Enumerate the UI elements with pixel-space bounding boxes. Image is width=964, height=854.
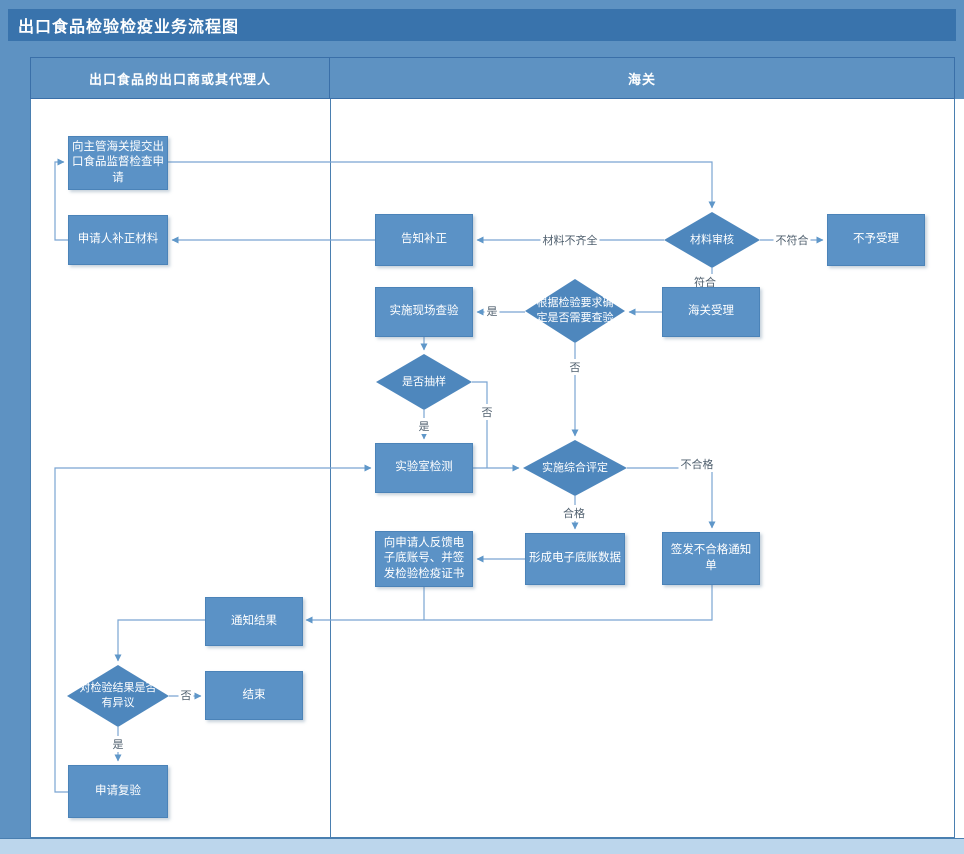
- lane-header-exporter-label: 出口食品的出口商或其代理人: [88, 71, 271, 87]
- flow-edge: [54, 464, 372, 793]
- edge-label: 否: [479, 404, 495, 420]
- flow-edge: [472, 381, 488, 468]
- edge-label: 否: [567, 359, 583, 375]
- node-feedback-certificate: 向申请人反馈电子底账号、并签发检验检疫证书: [375, 531, 473, 587]
- node-label: 向申请人反馈电子底账号、并签发检验检疫证书: [383, 536, 465, 580]
- node-issue-notice: 签发不合格通知单: [662, 532, 760, 585]
- node-label: 向主管海关提交出口食品监督检查申请: [72, 140, 164, 184]
- flow-edge: [305, 585, 713, 624]
- edge-label: 否: [178, 687, 194, 703]
- edge-label: 不符合: [773, 232, 811, 248]
- node-label: 对检验结果是否有异议: [79, 682, 157, 709]
- node-label: 形成电子底账数据: [529, 552, 621, 565]
- node-label: 实施综合评定: [542, 461, 608, 474]
- node-label: 不予受理: [853, 233, 899, 246]
- node-label: 海关受理: [688, 305, 734, 318]
- node-label: 根据检验要求确定是否需要查验: [536, 297, 614, 324]
- node-label: 通知结果: [231, 614, 277, 627]
- node-supplement-materials: 申请人补正材料: [68, 215, 168, 265]
- node-submit-application: 向主管海关提交出口食品监督检查申请: [68, 136, 168, 190]
- node-label: 材料审核: [690, 233, 734, 246]
- edge-label: 合格: [561, 505, 587, 521]
- flow-edge: [168, 161, 716, 209]
- node-label: 签发不合格通知单: [670, 543, 752, 572]
- node-label: 告知补正: [401, 233, 447, 246]
- edge-label: 材料不齐全: [540, 232, 600, 248]
- lane-header-customs: 海关: [329, 57, 955, 99]
- bottom-margin-strip: [0, 838, 964, 854]
- node-customs-accept: 海关受理: [662, 287, 760, 337]
- diagram-title: 出口食品检验检疫业务流程图: [8, 9, 956, 41]
- flow-edge: [627, 467, 716, 529]
- node-notify-correction: 告知补正: [375, 214, 473, 266]
- node-label: 是否抽样: [402, 375, 446, 388]
- edge-label: 是: [484, 303, 500, 319]
- flow-edge: [54, 158, 68, 241]
- edge-label: 是: [416, 418, 432, 434]
- node-label: 结束: [242, 688, 266, 701]
- left-margin-strip: [0, 99, 30, 838]
- lane-header-customs-label: 海关: [627, 71, 656, 87]
- flow-edge: [114, 619, 205, 662]
- edge-label: 不合格: [678, 456, 716, 472]
- node-ledger-data: 形成电子底账数据: [525, 533, 625, 585]
- node-not-accepted: 不予受理: [827, 214, 925, 266]
- node-end: 结束: [205, 671, 303, 720]
- node-label: 实验室检测: [395, 461, 453, 474]
- node-reinspection: 申请复验: [68, 765, 168, 818]
- node-onsite-inspection: 实施现场查验: [375, 287, 473, 337]
- node-label: 申请复验: [95, 784, 141, 797]
- node-label: 申请人补正材料: [77, 233, 159, 246]
- node-notify-result: 通知结果: [205, 597, 303, 646]
- diagram-title-text: 出口食品检验检疫业务流程图: [18, 19, 240, 36]
- node-label: 实施现场查验: [389, 305, 459, 318]
- node-lab-testing: 实验室检测: [375, 443, 473, 493]
- edge-label: 是: [110, 736, 126, 752]
